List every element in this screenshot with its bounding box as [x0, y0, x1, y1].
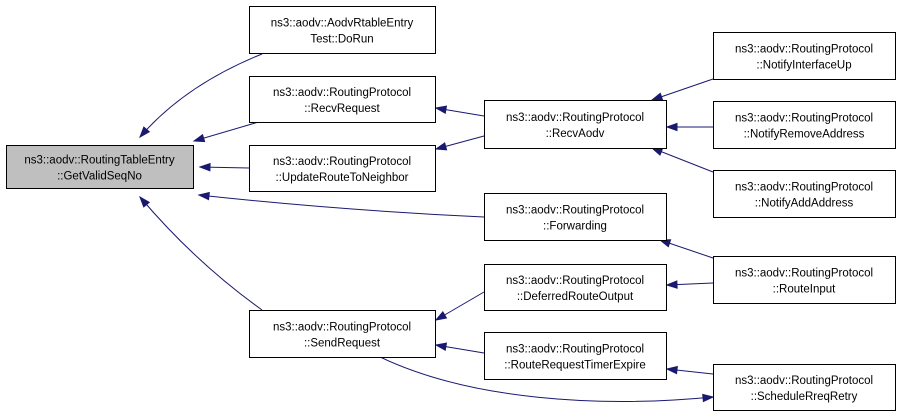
- node-box: [713, 101, 896, 149]
- edge-line: [193, 120, 263, 142]
- edge-line: [651, 78, 714, 101]
- node-box: [713, 170, 896, 218]
- edge-routeinput-to-forwarding: [658, 239, 714, 259]
- node-label-line1: ns3::aodv::RoutingProtocol: [506, 112, 644, 124]
- node-box: [249, 76, 436, 123]
- node-label-line1: ns3::aodv::RoutingProtocol: [735, 44, 873, 56]
- edge-dorun-to-getvalidseqno: [139, 53, 263, 139]
- node-label-line1: ns3::aodv::AodvRtableEntry: [271, 18, 414, 30]
- edges-layer: [139, 53, 715, 403]
- edge-forwarding-to-getvalidseqno: [197, 191, 485, 218]
- arrowhead-icon: [434, 105, 448, 114]
- node-label-line2: ::NotifyRemoveAddress: [744, 129, 865, 141]
- node-label-line2: ::ScheduleRreqRetry: [751, 391, 858, 403]
- node-recvrequest[interactable]: ns3::aodv::RoutingProtocol::RecvRequest: [249, 76, 436, 123]
- node-label-line2: ::UpdateRouteToNeighbor: [276, 172, 409, 184]
- edge-notifyremoveaddress-to-recvaodv: [665, 122, 713, 132]
- node-label-line1: ns3::aodv::RoutingProtocol: [273, 322, 411, 334]
- arrowhead-icon: [434, 310, 448, 321]
- edge-line: [379, 356, 714, 402]
- edge-sendrequest-to-schedulerreqretry: [379, 356, 715, 403]
- node-box: [713, 364, 896, 411]
- node-label-line2: Test::DoRun: [310, 34, 373, 46]
- nodes-layer: ns3::aodv::RoutingTableEntry::GetValidSe…: [6, 6, 896, 411]
- node-label-line2: ::RecvAodv: [546, 128, 605, 140]
- node-schedulerreqretry[interactable]: ns3::aodv::RoutingProtocol::ScheduleRreq…: [713, 364, 896, 411]
- node-sendrequest[interactable]: ns3::aodv::RoutingProtocol::SendRequest: [249, 310, 436, 358]
- node-label-line1: ns3::aodv::RoutingProtocol: [506, 205, 644, 217]
- node-routerequesttimerexpire[interactable]: ns3::aodv::RoutingProtocol::RouteRequest…: [484, 332, 667, 380]
- edge-recvrequest-to-getvalidseqno: [192, 120, 263, 143]
- node-box: [249, 310, 436, 358]
- edge-updateroute-to-getvalidseqno: [198, 162, 250, 172]
- arrowhead-icon: [665, 280, 678, 289]
- arrowhead-icon: [198, 162, 211, 172]
- node-box: [484, 193, 667, 241]
- node-label-line1: ns3::aodv::RoutingProtocol: [506, 344, 644, 356]
- node-label-line1: ns3::aodv::RoutingTableEntry: [24, 155, 174, 167]
- node-getvalidseqno[interactable]: ns3::aodv::RoutingTableEntry::GetValidSe…: [6, 145, 194, 189]
- node-box: [484, 264, 667, 311]
- arrowhead-icon: [197, 191, 210, 201]
- arrowhead-icon: [665, 122, 678, 132]
- edge-sendrequest-to-getvalidseqno: [139, 195, 263, 311]
- node-label-line2: ::DeferredRouteOutput: [517, 291, 634, 303]
- node-deferredrouteoutput[interactable]: ns3::aodv::RoutingProtocol::DeferredRout…: [484, 264, 667, 311]
- node-label-line2: ::GetValidSeqNo: [57, 171, 142, 183]
- node-label-line1: ns3::aodv::RoutingProtocol: [735, 182, 873, 194]
- node-box: [484, 332, 667, 380]
- edge-line: [651, 147, 714, 173]
- node-box: [6, 145, 194, 189]
- edge-deferredrouteoutput-to-sendrequest: [434, 291, 485, 321]
- node-label-line2: ::SendRequest: [304, 338, 381, 350]
- arrowhead-icon: [650, 92, 664, 101]
- edge-notifyinterfaceup-to-recvaodv: [650, 78, 714, 101]
- node-notifyremoveaddress[interactable]: ns3::aodv::RoutingProtocol::NotifyRemove…: [713, 101, 896, 149]
- edge-routerequesttimerexpire-to-sendrequest: [434, 342, 485, 354]
- node-label-line2: ::RouteInput: [773, 284, 836, 296]
- arrowhead-icon: [665, 365, 678, 375]
- node-box: [713, 32, 896, 80]
- edge-recvaodv-to-recvrequest: [434, 105, 485, 117]
- arrowhead-icon: [434, 342, 448, 351]
- arrowhead-icon: [192, 133, 206, 143]
- arrowhead-icon: [702, 393, 715, 403]
- node-notifyinterfaceup[interactable]: ns3::aodv::RoutingProtocol::NotifyInterf…: [713, 32, 896, 80]
- node-box: [249, 145, 436, 192]
- node-label-line2: ::NotifyAddAddress: [755, 198, 854, 210]
- edge-schedulerreqretry-to-routerequesttimerexpire: [665, 365, 714, 375]
- node-recvaodv[interactable]: ns3::aodv::RoutingProtocol::RecvAodv: [484, 100, 667, 149]
- node-box: [249, 6, 436, 54]
- edge-line: [139, 53, 263, 138]
- node-label-line2: ::NotifyInterfaceUp: [756, 60, 851, 72]
- node-label-line1: ns3::aodv::RoutingProtocol: [735, 113, 873, 125]
- node-label-line1: ns3::aodv::RoutingProtocol: [273, 156, 411, 168]
- arrowhead-icon: [139, 126, 151, 139]
- node-label-line2: ::RecvRequest: [304, 103, 380, 115]
- edge-routeinput-to-deferredrouteoutput: [665, 280, 714, 289]
- arrowhead-icon: [650, 147, 664, 156]
- arrowhead-icon: [434, 142, 448, 151]
- edge-line: [198, 194, 485, 218]
- edge-recvaodv-to-updateroute: [434, 135, 485, 151]
- node-box: [713, 256, 896, 304]
- node-label-line1: ns3::aodv::RoutingProtocol: [735, 375, 873, 387]
- node-label-line1: ns3::aodv::RoutingProtocol: [273, 87, 411, 99]
- node-label-line2: ::Forwarding: [543, 221, 607, 233]
- node-label-line1: ns3::aodv::RoutingProtocol: [735, 268, 873, 280]
- node-routeinput[interactable]: ns3::aodv::RoutingProtocol::RouteInput: [713, 256, 896, 304]
- arrowhead-icon: [139, 195, 151, 208]
- node-label-line1: ns3::aodv::RoutingProtocol: [506, 275, 644, 287]
- node-updateroute[interactable]: ns3::aodv::RoutingProtocol::UpdateRouteT…: [249, 145, 436, 192]
- edge-notifyaddaddress-to-recvaodv: [650, 147, 714, 173]
- node-label-line2: ::RouteRequestTimerExpire: [504, 360, 645, 372]
- node-forwarding[interactable]: ns3::aodv::RoutingProtocol::Forwarding: [484, 193, 667, 241]
- edge-line: [139, 196, 263, 311]
- node-box: [484, 100, 667, 149]
- node-notifyaddaddress[interactable]: ns3::aodv::RoutingProtocol::NotifyAddAdd…: [713, 170, 896, 218]
